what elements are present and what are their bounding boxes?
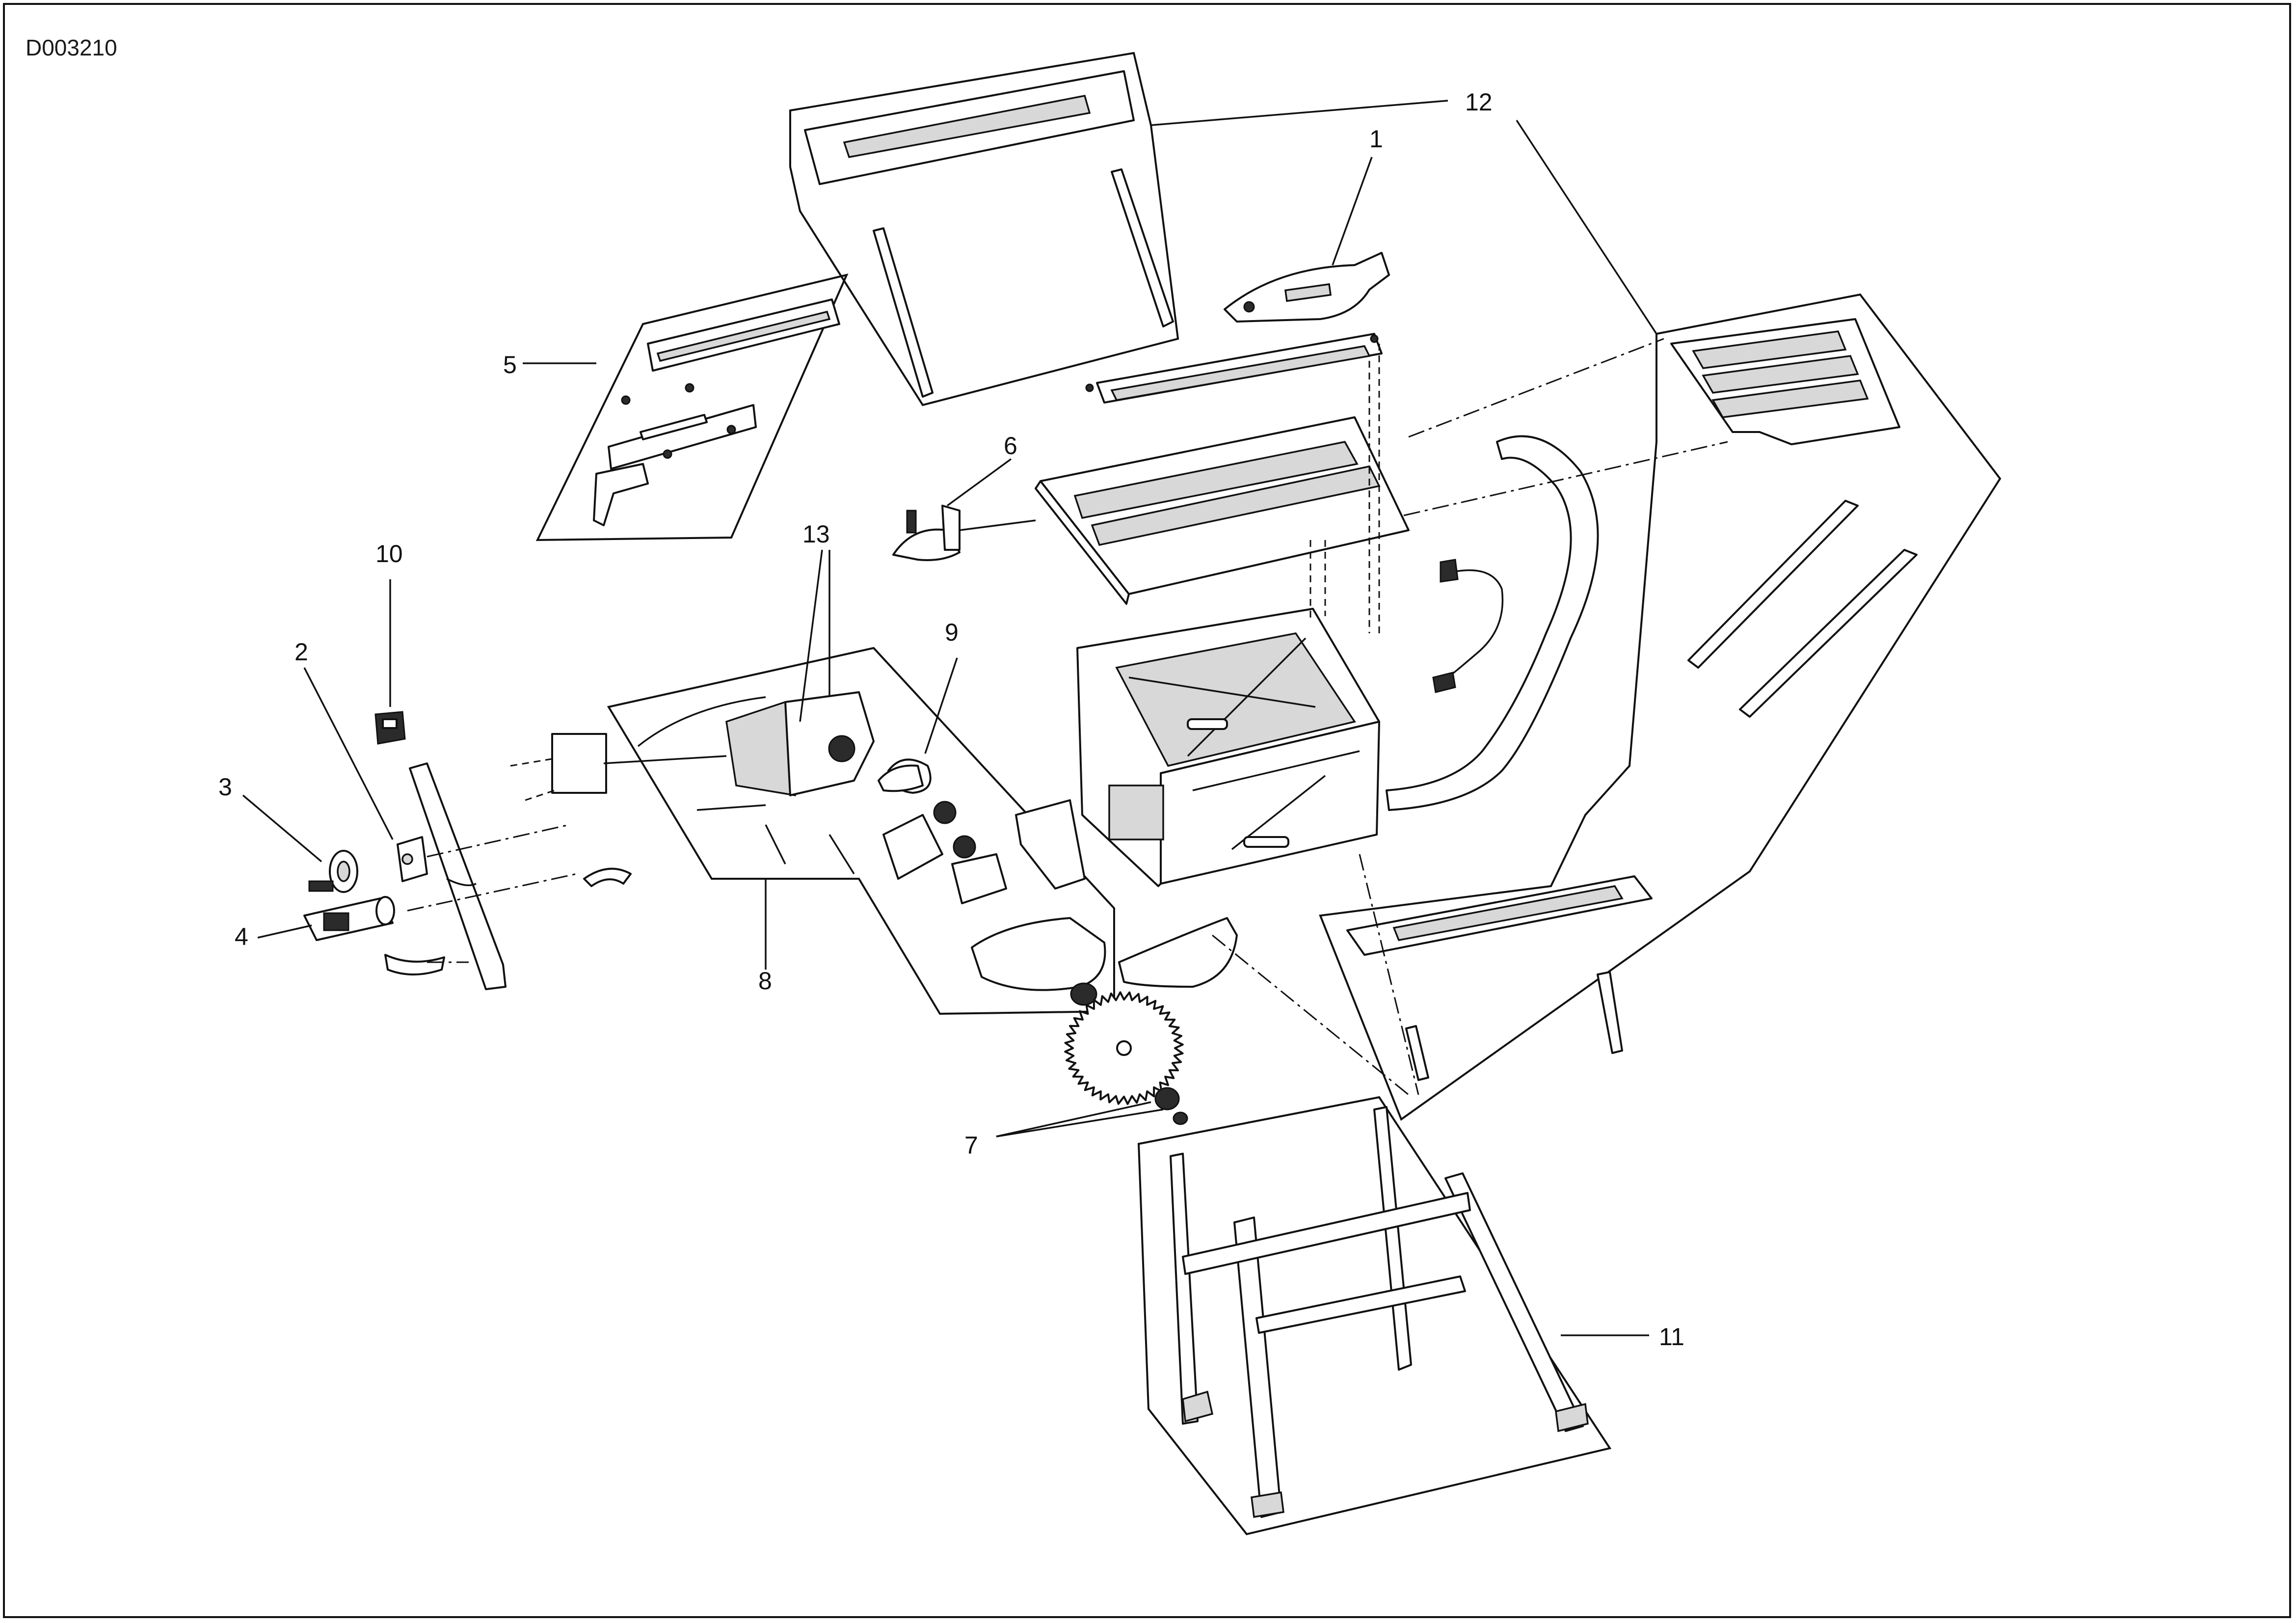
callout-1: 1 — [1369, 125, 1383, 153]
callout-7: 7 — [964, 1132, 978, 1159]
callout-4: 4 — [235, 923, 248, 950]
part-4-motor — [303, 896, 395, 941]
base-cabinet — [1076, 608, 1380, 887]
callout-labels: 1 2 3 4 5 6 7 8 9 10 11 12 13 — [218, 88, 1684, 1351]
callout-2: 2 — [294, 638, 308, 666]
part-10-switch — [374, 711, 406, 745]
part-1-blade-guard — [1224, 252, 1390, 323]
saw-blade-arbor-hole — [1116, 1040, 1132, 1056]
group-11-stand — [1137, 1096, 1612, 1536]
blade-outer-flange — [1154, 1087, 1180, 1110]
group-12-table-extensions — [789, 52, 2002, 1121]
part-6-miter-gauge — [892, 505, 1036, 561]
group-8-motor-carriage — [551, 647, 1115, 1015]
callout-10: 10 — [375, 540, 403, 568]
callout-5: 5 — [503, 351, 517, 379]
callout-13: 13 — [802, 520, 830, 548]
callout-12: 12 — [1465, 88, 1493, 116]
part-5-rip-fence — [535, 273, 849, 541]
part-7-saw-blade — [1064, 991, 1188, 1125]
assembly-centerlines — [407, 338, 1728, 1096]
blade-arbor-nut — [1173, 1111, 1188, 1125]
callout-leaders — [242, 100, 1657, 1336]
callout-11: 11 — [1659, 1323, 1684, 1351]
callout-9: 9 — [945, 619, 959, 646]
document-code: D003210 — [26, 35, 117, 60]
part-3-handwheel — [308, 850, 358, 893]
main-table-top — [1035, 333, 1410, 605]
callout-8: 8 — [758, 967, 772, 995]
front-extension-table — [1346, 875, 1653, 1081]
side-panel-assembly — [384, 762, 632, 990]
part-9-arbor-flange — [878, 764, 924, 792]
callout-3: 3 — [218, 773, 232, 801]
callout-6: 6 — [1004, 432, 1017, 460]
dust-hose-and-cord — [1118, 435, 1599, 988]
